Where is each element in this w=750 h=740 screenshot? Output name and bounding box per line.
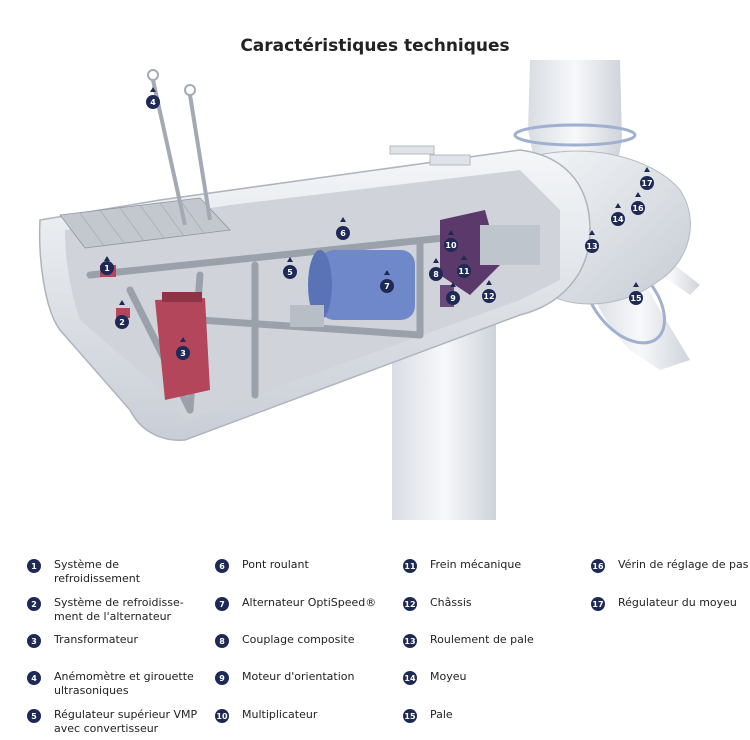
legend-label: Anémomètre et girouette ultrasoniques — [54, 670, 194, 697]
marker-label: 5 — [287, 268, 293, 277]
roof-panel — [389, 145, 435, 155]
legend-item-15: 15 Pale — [403, 708, 453, 723]
marker-label: 13 — [586, 242, 597, 251]
marker-label: 6 — [340, 229, 346, 238]
legend-badge: 16 — [591, 559, 605, 573]
transformer-top — [162, 292, 202, 302]
marker-label: 3 — [180, 349, 186, 358]
legend-badge: 3 — [27, 634, 41, 648]
legend-badge: 12 — [403, 597, 417, 611]
marker-label: 7 — [384, 282, 390, 291]
legend-label: Régulateur supérieur VMP avec convertiss… — [54, 708, 198, 735]
marker-6: 6 — [336, 217, 350, 240]
legend-item-9: 9 Moteur d'orientation — [215, 670, 354, 685]
legend-label: Alternateur OptiSpeed® — [242, 596, 377, 609]
legend-item-5: 5 Régulateur supérieur VMP avec converti… — [27, 708, 197, 736]
generator-end — [308, 250, 332, 320]
legend-badge: 1 — [27, 559, 41, 573]
marker-13: 13 — [585, 230, 599, 253]
legend-item-7: 7 Alternateur OptiSpeed® — [215, 596, 376, 611]
legend-label: Frein mécanique — [430, 558, 522, 571]
marker-11: 11 — [457, 255, 471, 278]
nacelle-diagram: 1 2 3 4 5 6 7 8 9 10 — [38, 60, 700, 520]
marker-16: 16 — [631, 192, 645, 215]
generator-shaft — [290, 305, 324, 327]
legend-label: Multiplicateur — [242, 708, 318, 721]
legend-label: Châssis — [430, 596, 472, 609]
marker-12: 12 — [482, 280, 496, 303]
marker-14: 14 — [611, 203, 625, 226]
legend-badge: 2 — [27, 597, 41, 611]
wind-vane-head — [184, 84, 196, 96]
legend-label: Vérin de réglage de pas — [618, 558, 749, 571]
legend-badge: 4 — [27, 671, 41, 685]
marker-3: 3 — [176, 337, 190, 360]
legend-badge: 11 — [403, 559, 417, 573]
legend-badge: 8 — [215, 634, 229, 648]
legend-item-1: 1 Système de refroidissement — [27, 558, 140, 586]
legend-item-10: 10 Multiplicateur — [215, 708, 317, 723]
marker-1: 1 — [100, 256, 114, 275]
legend-label: Moyeu — [430, 670, 467, 683]
marker-label: 2 — [119, 318, 125, 327]
legend-badge: 17 — [591, 597, 605, 611]
legend-label: Couplage composite — [242, 633, 355, 646]
legend-item-2: 2 Système de refroidisse- ment de l'alte… — [27, 596, 184, 624]
marker-label: 15 — [630, 294, 642, 303]
marker-label: 10 — [445, 241, 457, 250]
marker-label: 1 — [104, 264, 110, 273]
legend-label: Pale — [430, 708, 453, 721]
legend-item-16: 16 Vérin de réglage de pas — [591, 558, 749, 573]
legend-badge: 7 — [215, 597, 229, 611]
legend-badge: 14 — [403, 671, 417, 685]
legend-label: Roulement de pale — [430, 633, 534, 646]
legend-badge: 6 — [215, 559, 229, 573]
legend-label: Moteur d'orientation — [242, 670, 355, 683]
blade-bearing-ring — [513, 123, 637, 147]
marker-4: 4 — [146, 87, 160, 109]
cooling-unit — [116, 308, 130, 318]
legend-badge: 10 — [215, 709, 229, 723]
page-title: Caractéristiques techniques — [240, 36, 510, 56]
roof-panel — [429, 154, 471, 166]
rotor-shaft — [480, 225, 540, 265]
legend-label: Transformateur — [54, 633, 139, 646]
marker-label: 16 — [632, 204, 644, 213]
marker-label: 9 — [450, 294, 456, 303]
anemometer-head — [147, 69, 159, 81]
marker-label: 14 — [612, 215, 624, 224]
marker-2: 2 — [115, 300, 129, 329]
legend-label: Système de refroidissement — [54, 558, 141, 585]
marker-9: 9 — [446, 282, 460, 305]
legend-item-6: 6 Pont roulant — [215, 558, 309, 573]
legend-item-8: 8 Couplage composite — [215, 633, 354, 648]
legend-label: Système de refroidisse- ment de l'altern… — [54, 596, 184, 623]
marker-label: 17 — [641, 179, 652, 188]
marker-15: 15 — [629, 282, 643, 305]
marker-label: 11 — [458, 267, 470, 276]
marker-8: 8 — [429, 258, 443, 281]
marker-5: 5 — [283, 257, 297, 279]
legend-item-14: 14 Moyeu — [403, 670, 466, 685]
marker-label: 8 — [433, 270, 439, 279]
legend-badge: 9 — [215, 671, 229, 685]
legend-badge: 15 — [403, 709, 417, 723]
legend-item-17: 17 Régulateur du moyeu — [591, 596, 737, 611]
marker-label: 12 — [483, 292, 494, 301]
legend-item-12: 12 Châssis — [403, 596, 472, 611]
legend-item-11: 11 Frein mécanique — [403, 558, 521, 573]
legend-item-3: 3 Transformateur — [27, 633, 138, 648]
marker-7: 7 — [380, 270, 394, 293]
marker-10: 10 — [444, 230, 458, 252]
legend-label: Régulateur du moyeu — [618, 596, 737, 609]
marker-17: 17 — [640, 167, 654, 190]
legend-badge: 5 — [27, 709, 41, 723]
legend-item-13: 13 Roulement de pale — [403, 633, 534, 648]
legend-label: Pont roulant — [242, 558, 309, 571]
legend-badge: 13 — [403, 634, 417, 648]
legend-item-4: 4 Anémomètre et girouette ultrasoniques — [27, 670, 194, 698]
marker-label: 4 — [150, 98, 156, 107]
generator — [320, 250, 415, 320]
